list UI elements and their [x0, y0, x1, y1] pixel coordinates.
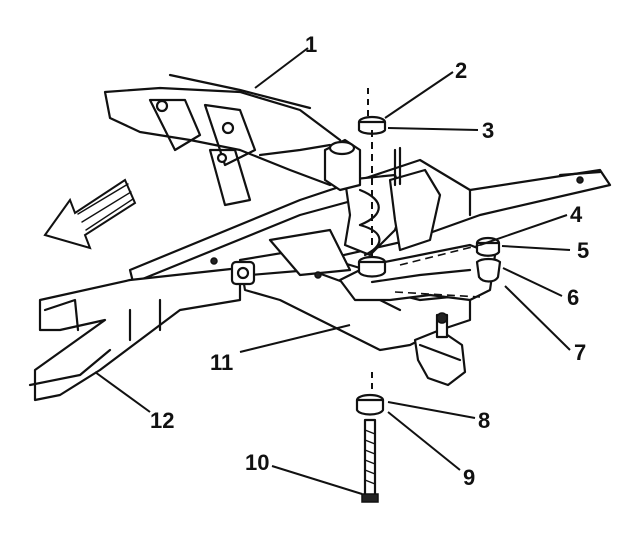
callout-8: 8: [478, 408, 490, 433]
callout-1: 1: [305, 32, 317, 57]
frame-rail-part: [103, 73, 362, 207]
coil-spring: [343, 146, 442, 257]
ball-joint: [413, 312, 467, 387]
bolt: [361, 418, 379, 503]
callout-12: 12: [150, 408, 174, 433]
upper-control-arm: [338, 243, 497, 302]
right-bushing-5-6: [394, 236, 502, 298]
callout-labels: 1 2 3 4 5 6 7 8 9 10 11 12: [150, 32, 589, 490]
callout-11: 11: [210, 350, 233, 375]
callout-9: 9: [463, 465, 475, 490]
callout-6: 6: [567, 285, 579, 310]
callout-4: 4: [570, 202, 583, 227]
callout-3: 3: [482, 118, 494, 143]
front-direction-arrow-icon: [43, 178, 137, 250]
callout-5: 5: [577, 238, 589, 263]
upper-bushing: [323, 138, 362, 192]
lower-frame-rail: [28, 266, 242, 402]
callout-10: 10: [245, 450, 269, 475]
callout-2: 2: [455, 58, 467, 83]
callout-7: 7: [574, 340, 586, 365]
center-bushing: [357, 130, 387, 278]
upper-bushing-2-3: [357, 88, 387, 135]
leader-lines: [94, 47, 571, 495]
lower-bushing-8-9: [355, 372, 385, 416]
